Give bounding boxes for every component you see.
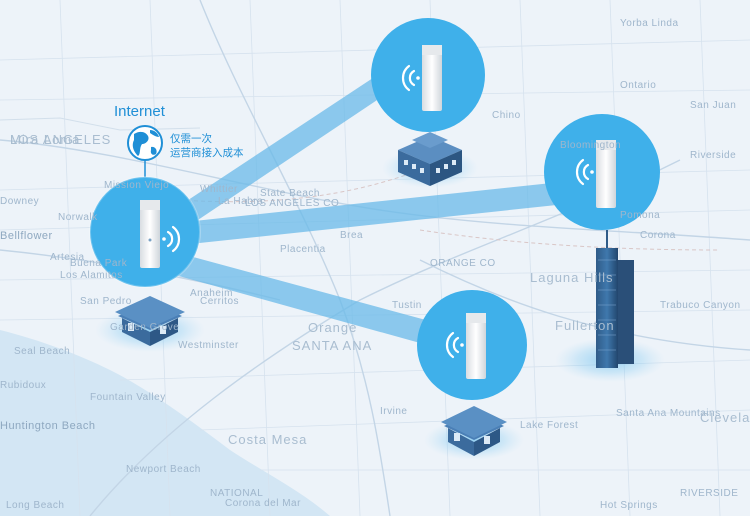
map-label: Tustin (392, 300, 422, 311)
map-label: Rubidoux (0, 380, 46, 391)
map-label: San Pedro (80, 296, 132, 307)
map-label: Cleveland (700, 410, 750, 425)
map-label: San Juan (690, 100, 736, 111)
map-label: Huntington Beach (0, 420, 95, 432)
map-label: Garden Grove (110, 322, 179, 333)
globe-icon (128, 126, 162, 160)
map-label: Seal Beach (14, 346, 70, 357)
cost-note-line-1: 仅需一次 (170, 132, 244, 146)
map-label: Trabuco Canyon (660, 300, 741, 311)
map-label: Newport Beach (126, 464, 201, 475)
cost-note-line-2: 运营商接入成本 (170, 146, 244, 160)
map-label: Bloomington (560, 140, 621, 151)
map-label: Westminster (178, 340, 239, 351)
map-label: Brea (340, 230, 363, 241)
map-label: Mira Loma (10, 132, 80, 147)
access-point-icon (466, 313, 486, 379)
map-label: Placentia (280, 244, 326, 255)
map-label: ORANGE CO (430, 258, 496, 269)
map-label: Norwalk (58, 212, 98, 223)
map-label: Lake Forest (520, 420, 578, 431)
map-label: Riverside (690, 150, 736, 161)
access-point-icon (422, 45, 442, 111)
cost-note: 仅需一次 运营商接入成本 (170, 132, 244, 160)
map-label: Fullerton (555, 318, 615, 333)
map-label: Bellflower (0, 230, 53, 242)
map-label: RIVERSIDE (680, 488, 738, 499)
map-label: Cerritos (200, 296, 239, 307)
map-label: Buena Park (70, 258, 127, 269)
map-label: Orange (308, 320, 357, 335)
map-label: Corona del Mar (225, 498, 301, 509)
map-label: Downey (0, 196, 39, 207)
map-label: Chino (492, 110, 521, 121)
map-label: Corona (640, 230, 676, 241)
map-label: Pomona (620, 210, 660, 221)
map-label: Long Beach (6, 500, 64, 511)
map-label: Whittier (200, 184, 238, 195)
access-point-icon (140, 200, 160, 268)
map-label: Hot Springs (600, 500, 658, 511)
map-label: Costa Mesa (228, 432, 307, 447)
map-label: Laguna Hills (530, 270, 614, 285)
map-label: Fountain Valley (90, 392, 166, 403)
map-label: Ontario (620, 80, 656, 91)
internet-label: Internet (114, 103, 165, 120)
map-label: Yorba Linda (620, 18, 679, 29)
map-label: Los Alamitos (60, 270, 123, 281)
map-label: Irvine (380, 406, 407, 417)
map-label: LOS ANGELES CO (245, 198, 339, 209)
map-label: Mission Viejo (104, 180, 169, 191)
map-label: SANTA ANA (292, 338, 372, 353)
